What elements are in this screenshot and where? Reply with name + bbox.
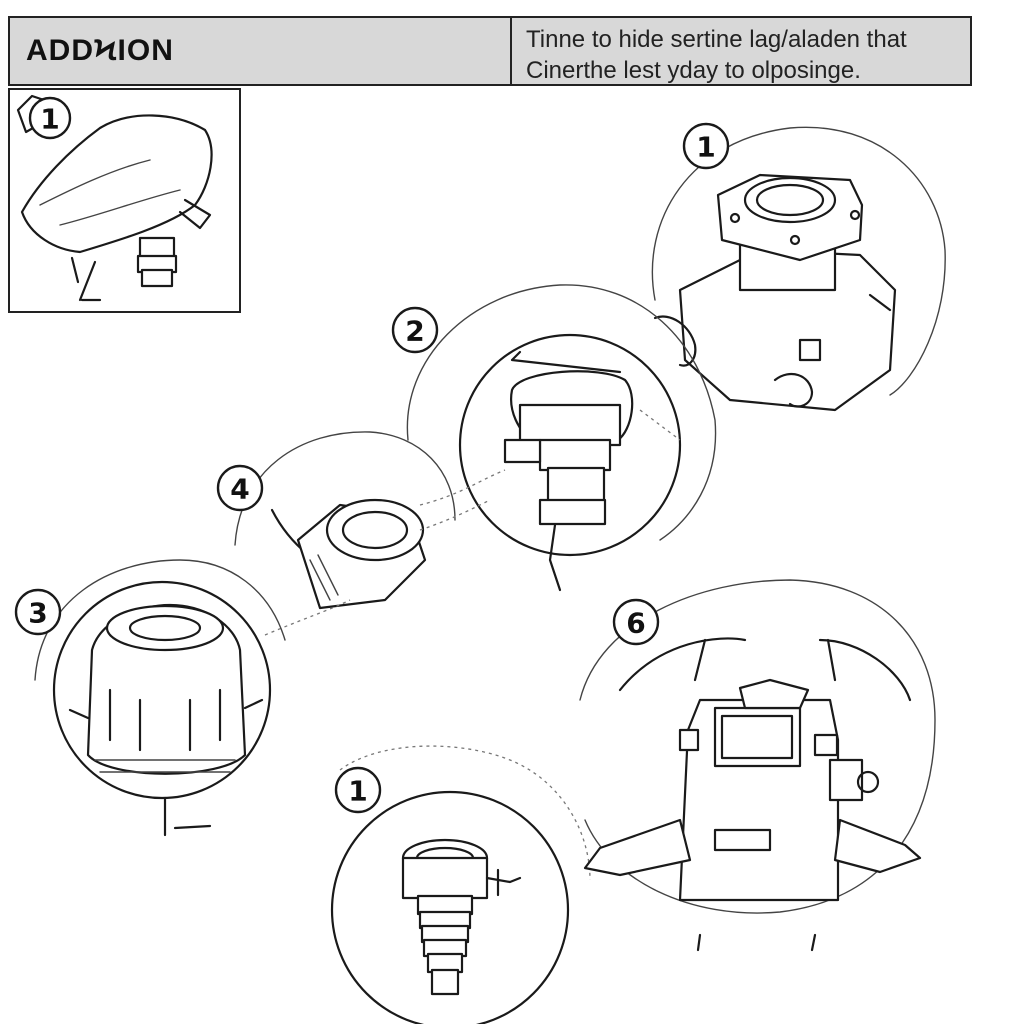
step-badge-middle-left-small: 4 — [216, 464, 264, 512]
step-badge-bottom-right: 6 — [612, 598, 660, 646]
step-badge-upper-middle-label: 2 — [405, 315, 424, 348]
header-bar: ADDϞION Tinne to hide sertine lag/aladen… — [8, 16, 972, 86]
step-badge-bottom-right-label: 6 — [626, 607, 645, 640]
component-step-3-illustration — [34, 559, 286, 837]
step-badge-upper-middle: 2 — [391, 306, 439, 354]
step-badge-top-right-label: 1 — [696, 131, 715, 164]
header-note: Tinne to hide sertine lag/aladen that Ci… — [512, 18, 970, 84]
step-badge-bottom-middle-label: 1 — [348, 775, 367, 808]
header-title: ADDϞION — [10, 18, 512, 84]
step-badge-left: 3 — [14, 588, 62, 636]
step-badge-top-right: 1 — [682, 122, 730, 170]
component-bottom-middle-illustration — [330, 745, 591, 1024]
step-badge-bottom-middle: 1 — [334, 766, 382, 814]
header-note-line-2: Cinerthe lest yday to olposinge. — [526, 57, 861, 84]
component-step-2-illustration — [406, 284, 717, 592]
header-note-line-1: Tinne to hide sertine lag/aladen that — [526, 26, 907, 53]
step-badge-middle-left-small-label: 4 — [230, 473, 249, 506]
component-step-6-illustration — [579, 579, 936, 952]
component-step-4-illustration — [234, 431, 506, 636]
inset-cover-illustration — [16, 94, 213, 302]
step-badge-inset: 1 — [28, 96, 72, 140]
housing-top-right-illustration — [651, 126, 946, 412]
step-badge-left-label: 3 — [28, 597, 47, 630]
step-badge-inset-label: 1 — [40, 103, 59, 136]
